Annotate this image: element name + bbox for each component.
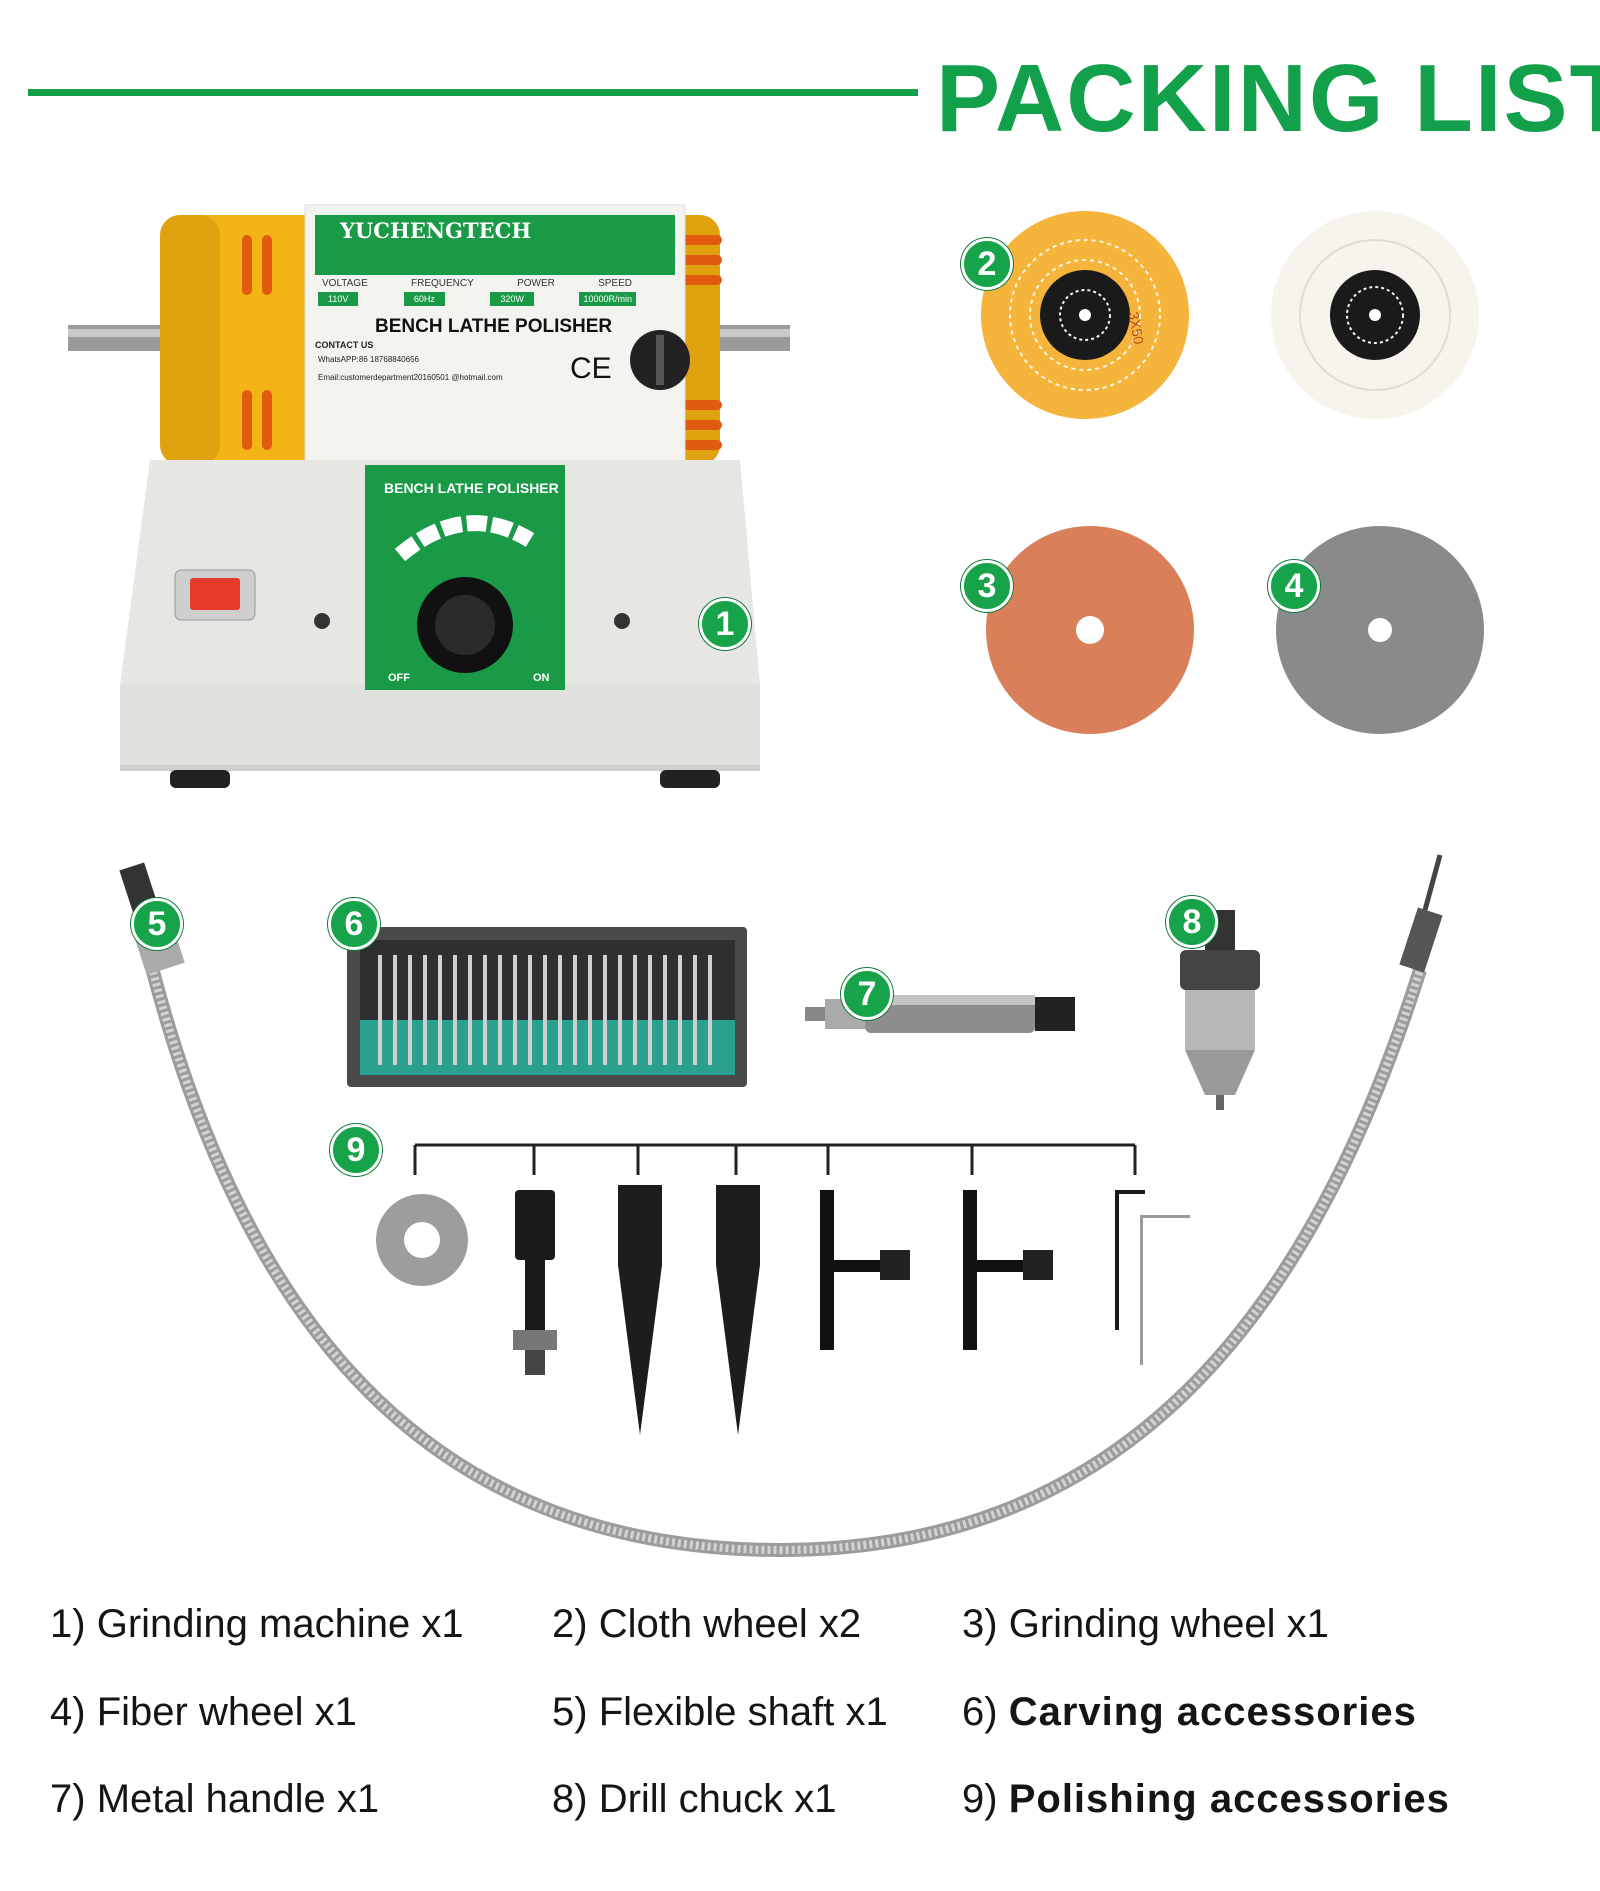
item-number: 8) — [552, 1777, 588, 1821]
tapered-spindle-image — [716, 1185, 760, 1435]
spec-label: FREQUENCY — [411, 278, 474, 289]
chuck-key-image — [820, 1190, 910, 1350]
packing-list-item: 5) Flexible shaft x1 — [552, 1690, 888, 1735]
spec-label: SPEED — [598, 278, 632, 289]
spec-value: 60Hz — [403, 292, 445, 306]
item-text: Fiber wheel x1 — [96, 1690, 357, 1734]
spec-value: 320W — [490, 292, 534, 306]
item-text: Flexible shaft x1 — [598, 1690, 888, 1734]
item-text: Drill chuck x1 — [598, 1777, 837, 1821]
item-number: 3) — [962, 1602, 998, 1646]
panel-title: BENCH LATHE POLISHER — [384, 480, 559, 496]
contact-whatsapp: WhatsAPP:86 18768840656 — [318, 355, 419, 364]
item-text: Cloth wheel x2 — [598, 1602, 862, 1646]
packing-list-item: 3) Grinding wheel x1 — [962, 1602, 1329, 1647]
brand-name: YUCHENGTECH — [340, 218, 532, 243]
item-number: 9) — [962, 1777, 998, 1821]
item-number-badge: 6 — [328, 898, 380, 950]
washer-image — [376, 1194, 468, 1286]
machine-product-name: BENCH LATHE POLISHER — [375, 316, 613, 337]
bench-lathe-polisher-image — [68, 204, 790, 788]
contact-email: Email:customerdepartment20160501 @hotmai… — [318, 373, 503, 382]
spec-values: 110V 60Hz 320W 10000R/min — [318, 292, 636, 306]
item-text: Metal handle x1 — [96, 1777, 380, 1821]
packing-list-item: 1) Grinding machine x1 — [50, 1602, 464, 1647]
item-text: Grinding machine x1 — [96, 1602, 464, 1646]
fiber-wheel-image — [1276, 526, 1484, 734]
item-number-badge: 4 — [1268, 560, 1320, 612]
item-text: Polishing accessories — [1008, 1777, 1450, 1821]
item-number-badge: 9 — [330, 1124, 382, 1176]
ce-mark: CE — [570, 352, 612, 385]
panel-on-label: ON — [533, 672, 550, 684]
white-cloth-wheel-image — [1271, 211, 1479, 419]
packing-list-item: 9) Polishing accessories — [962, 1777, 1450, 1822]
item-number-badge: 2 — [961, 238, 1013, 290]
hex-keys-image — [1115, 1190, 1190, 1365]
chuck-key-image — [963, 1190, 1053, 1350]
spec-label: VOLTAGE — [322, 278, 368, 289]
spec-value: 10000R/min — [579, 292, 636, 306]
contact-title: CONTACT US — [315, 340, 374, 350]
item-number-badge: 1 — [699, 598, 751, 650]
carving-bits-box-image — [347, 927, 747, 1087]
arbor-adapter-image — [513, 1190, 557, 1375]
packing-list-item: 2) Cloth wheel x2 — [552, 1602, 861, 1647]
item-number-badge: 5 — [131, 898, 183, 950]
flexible-shaft-image — [119, 854, 1443, 1558]
item-number-badge: 8 — [1166, 896, 1218, 948]
item-number: 5) — [552, 1690, 588, 1734]
drill-chuck-image — [1180, 910, 1260, 1110]
packing-list-item: 7) Metal handle x1 — [50, 1777, 379, 1822]
metal-handle-image — [805, 995, 1075, 1033]
item-text: Carving accessories — [1008, 1690, 1417, 1734]
item-number: 7) — [50, 1777, 86, 1821]
item-number: 2) — [552, 1602, 588, 1646]
item-number-badge: 3 — [961, 560, 1013, 612]
page-title: PACKING LIST — [936, 45, 1600, 152]
grinding-wheel-image — [986, 526, 1194, 734]
item-number: 6) — [962, 1690, 998, 1734]
item-number: 4) — [50, 1690, 86, 1734]
header-divider-line — [28, 89, 918, 96]
spec-label: POWER — [517, 278, 555, 289]
item-number-badge: 7 — [841, 968, 893, 1020]
spec-value: 110V — [318, 292, 359, 306]
spec-labels: VOLTAGE FREQUENCY POWER SPEED — [322, 278, 632, 289]
tapered-spindle-image — [618, 1185, 662, 1435]
item-text: Grinding wheel x1 — [1008, 1602, 1329, 1646]
item-number: 1) — [50, 1602, 86, 1646]
yellow-cloth-wheel-image — [981, 211, 1189, 419]
polishing-accessories-bracket — [413, 1143, 1137, 1175]
packing-list-item: 4) Fiber wheel x1 — [50, 1690, 357, 1735]
panel-off-label: OFF — [388, 672, 410, 684]
packing-list-item: 8) Drill chuck x1 — [552, 1777, 837, 1822]
packing-list-item: 6) Carving accessories — [962, 1690, 1417, 1735]
